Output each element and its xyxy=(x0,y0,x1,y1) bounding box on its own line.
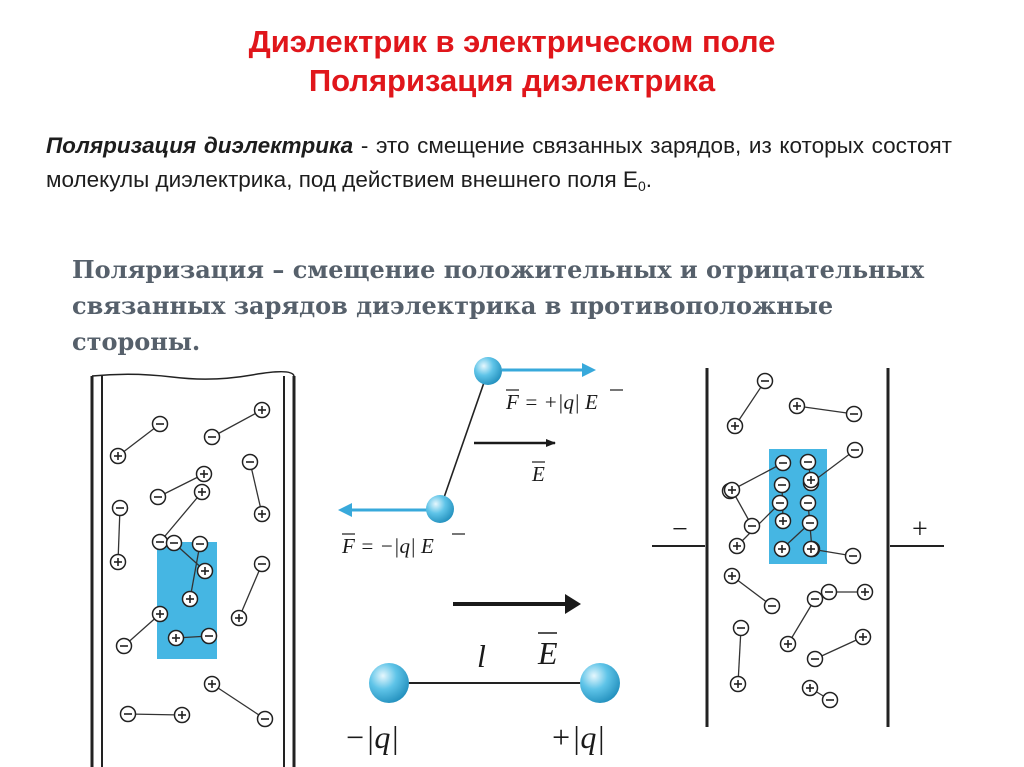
force-positive-label: F = +|q| E xyxy=(505,390,598,414)
negative-charge-sphere xyxy=(426,495,454,523)
dipole-molecule xyxy=(726,372,774,435)
dipole-molecule xyxy=(773,514,819,558)
left-dielectric-slab xyxy=(90,371,296,767)
dipole-molecule xyxy=(788,397,863,423)
field-label-small: E xyxy=(531,462,545,486)
slide-title: Диэлектрик в электрическом поле Поляриза… xyxy=(0,22,1024,100)
caption-line-2: связанных зарядов диэлектрика в противоп… xyxy=(72,291,834,320)
dipole-molecule xyxy=(151,483,211,551)
dipole-molecule xyxy=(806,628,872,668)
field-subscript: 0 xyxy=(637,178,646,194)
force-negative-label: F = −|q| E xyxy=(341,534,434,558)
length-label: l xyxy=(477,638,486,674)
dipole-molecule xyxy=(241,453,271,523)
molecules-left xyxy=(109,401,274,728)
negative-charge-label: −|q| xyxy=(344,719,399,755)
dipole-in-field: F = +|q| E F = −|q| E E xyxy=(338,357,623,558)
title-line-2: Поляризация диэлектрика xyxy=(308,63,716,98)
negative-pole-sphere xyxy=(369,663,409,703)
positive-charge-label: +|q| xyxy=(550,719,605,755)
definition-end: . xyxy=(645,167,652,192)
dipole-molecule xyxy=(165,534,214,580)
dipole-molecule xyxy=(115,605,169,655)
dipole-molecule xyxy=(119,705,191,724)
dipole-molecule xyxy=(203,675,274,728)
plate-minus-sign: − xyxy=(672,514,688,545)
dipole-molecule xyxy=(801,679,839,709)
caption-line-1: Поляризация – смещение положительных и о… xyxy=(72,255,925,284)
dipole-molecule xyxy=(109,415,169,465)
dipole-molecule xyxy=(167,627,218,647)
molecules-right xyxy=(721,372,874,709)
dipole-molecule xyxy=(779,590,824,653)
definition-term: Поляризация диэлектрика xyxy=(46,133,354,158)
dipole-molecule xyxy=(230,555,271,627)
dipole-molecule xyxy=(723,567,781,615)
definition-text: - это смещение связанных зарядов, из кот… xyxy=(46,133,952,192)
dipole-molecule xyxy=(773,476,792,530)
positive-charge-sphere xyxy=(474,357,502,385)
definition-paragraph: Поляризация диэлектрика - это смещение с… xyxy=(46,129,952,197)
dipole-molecule xyxy=(723,481,761,535)
capacitor-with-dielectric: − + xyxy=(652,368,944,727)
caption-line-3: стороны. xyxy=(72,327,201,356)
positive-pole-sphere xyxy=(580,663,620,703)
figure-caption: Поляризация – смещение положительных и о… xyxy=(72,252,972,360)
dipole-molecule xyxy=(181,535,209,608)
field-label-large: E xyxy=(537,635,558,671)
title-line-1: Диэлектрик в электрическом поле xyxy=(248,24,776,59)
plate-plus-sign: + xyxy=(912,514,928,545)
dipole-length-diagram: l E −|q| +|q| xyxy=(344,594,620,755)
dipole-molecule xyxy=(149,465,213,506)
dipole-molecule xyxy=(203,401,271,446)
polarization-figure: F = +|q| E F = −|q| E E l E −|q| +|q| − … xyxy=(90,357,944,767)
dipole-molecule xyxy=(729,619,750,693)
dipole-molecule xyxy=(799,453,820,489)
dipole-molecule xyxy=(820,583,874,601)
dipole-molecule xyxy=(109,499,129,571)
dipole-molecule xyxy=(802,540,862,565)
